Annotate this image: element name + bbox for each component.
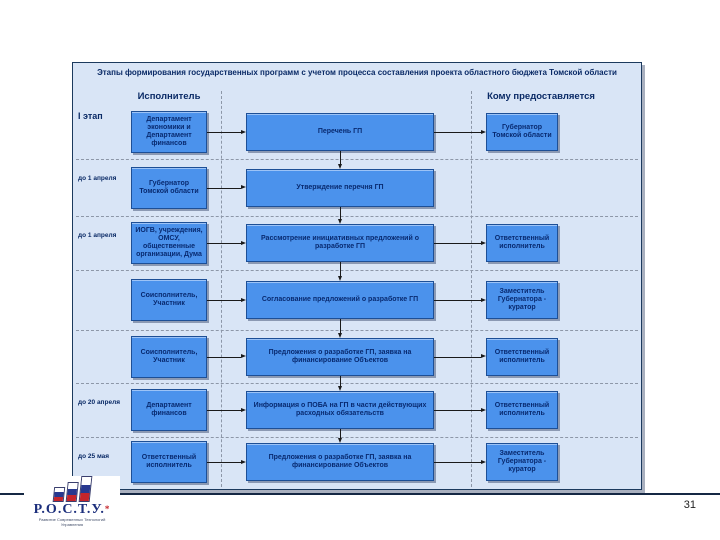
logo-name: Р.О.С.Т.У.* [33, 502, 111, 517]
arrowhead-down-icon [338, 438, 342, 443]
arrow-left-to-mid [207, 462, 241, 463]
logo-tagline: Развитие Современных Технологий Управлен… [38, 517, 106, 527]
recipient-box: Ответственный исполнитель [486, 337, 558, 376]
rostu-logo: Р.О.С.Т.У.* Развитие Современных Техноло… [24, 476, 120, 529]
executor-box: Соисполнитель, Участник [131, 335, 207, 378]
arrowhead-right-icon [481, 407, 486, 412]
executor-box: Департамент финансов [131, 389, 207, 431]
connector-down [340, 429, 341, 438]
process-box: Перечень ГП [246, 113, 434, 151]
arrowhead-right-icon [241, 240, 246, 245]
process-box: Согласование предложений о разработке ГП [246, 281, 434, 319]
process-box: Информация о ПОБА на ГП в части действую… [246, 391, 434, 429]
connector-down [340, 375, 341, 386]
column-header-recipient: Кому предоставляется [487, 91, 595, 102]
recipient-box: Заместитель Губернатора - куратор [486, 443, 558, 481]
arrowhead-down-icon [338, 163, 342, 169]
row-gutter-label: до 1 апреля [78, 232, 117, 239]
connector-down [340, 262, 341, 276]
arrow-mid-to-right [434, 356, 481, 358]
column-divider-right [471, 91, 472, 487]
arrowhead-right-icon [241, 129, 246, 134]
arrow-left-to-mid [207, 356, 241, 358]
process-box: Предложения о разработке ГП, заявка на ф… [246, 337, 434, 376]
diagram-title: Этапы формирования государственных прогр… [97, 68, 617, 77]
arrowhead-down-icon [338, 386, 342, 391]
row-divider [76, 330, 638, 331]
arrowhead-right-icon [241, 459, 246, 464]
column-divider-left [221, 91, 222, 487]
footer-divider [0, 493, 720, 495]
arrow-left-to-mid [207, 187, 241, 189]
recipient-box: Ответственный исполнитель [486, 391, 558, 429]
arrowhead-right-icon [481, 354, 486, 358]
arrow-left-to-mid [207, 300, 241, 301]
arrowhead-right-icon [241, 297, 246, 302]
recipient-box: Заместитель Губернатора - куратор [486, 281, 558, 319]
arrow-mid-to-right [434, 462, 481, 463]
recipient-box: Ответственный исполнитель [486, 224, 558, 262]
executor-box: ИОГВ, учреждения, ОМСУ, общественные орг… [131, 222, 207, 264]
row-gutter-label: до 1 апреля [78, 175, 117, 182]
arrowhead-right-icon [481, 129, 486, 134]
diagram-panel: Этапы формирования государственных прогр… [72, 62, 642, 490]
executor-box: Соисполнитель, Участник [131, 279, 207, 321]
arrow-mid-to-right [434, 300, 481, 301]
row-gutter-label: I этап [78, 111, 103, 121]
executor-box: Губернатор Томской области [131, 166, 207, 209]
arrow-left-to-mid [207, 410, 241, 411]
logo-star: * [104, 504, 111, 514]
executor-box: Ответственный исполнитель [131, 441, 207, 483]
arrowhead-down-icon [338, 276, 342, 281]
row-divider [76, 159, 638, 160]
process-box: Рассмотрение инициативных предложений о … [246, 224, 434, 262]
recipient-box: Губернатор Томской области [486, 113, 558, 151]
arrowhead-down-icon [338, 332, 342, 338]
arrowhead-right-icon [481, 240, 486, 245]
arrowhead-right-icon [241, 185, 246, 189]
process-box: Утверждение перечня ГП [246, 168, 434, 207]
arrowhead-down-icon [338, 219, 342, 224]
page-number: 31 [683, 499, 696, 511]
row-divider [76, 270, 638, 271]
connector-down [340, 206, 341, 219]
arrowhead-right-icon [481, 459, 486, 464]
arrow-left-to-mid [207, 132, 241, 133]
row-divider [76, 216, 638, 217]
row-divider [76, 383, 638, 384]
connector-down [340, 151, 341, 164]
process-box: Предложения о разработке ГП, заявка на ф… [246, 443, 434, 481]
arrowhead-right-icon [241, 407, 246, 412]
column-header-executor: Исполнитель [137, 91, 201, 102]
logo-bar-chart-icon [23, 476, 122, 502]
arrowhead-right-icon [481, 297, 486, 302]
arrow-mid-to-right [434, 243, 481, 244]
arrowhead-right-icon [241, 354, 246, 358]
row-divider [76, 437, 638, 438]
arrow-left-to-mid [207, 243, 241, 244]
row-gutter-label: до 25 мая [78, 453, 110, 460]
row-gutter-label: до 20 апреля [78, 399, 120, 406]
connector-down [340, 319, 341, 333]
arrow-mid-to-right [434, 410, 481, 411]
arrow-mid-to-right [434, 132, 481, 133]
executor-box: Департамент экономики и Департамент фина… [131, 111, 207, 153]
